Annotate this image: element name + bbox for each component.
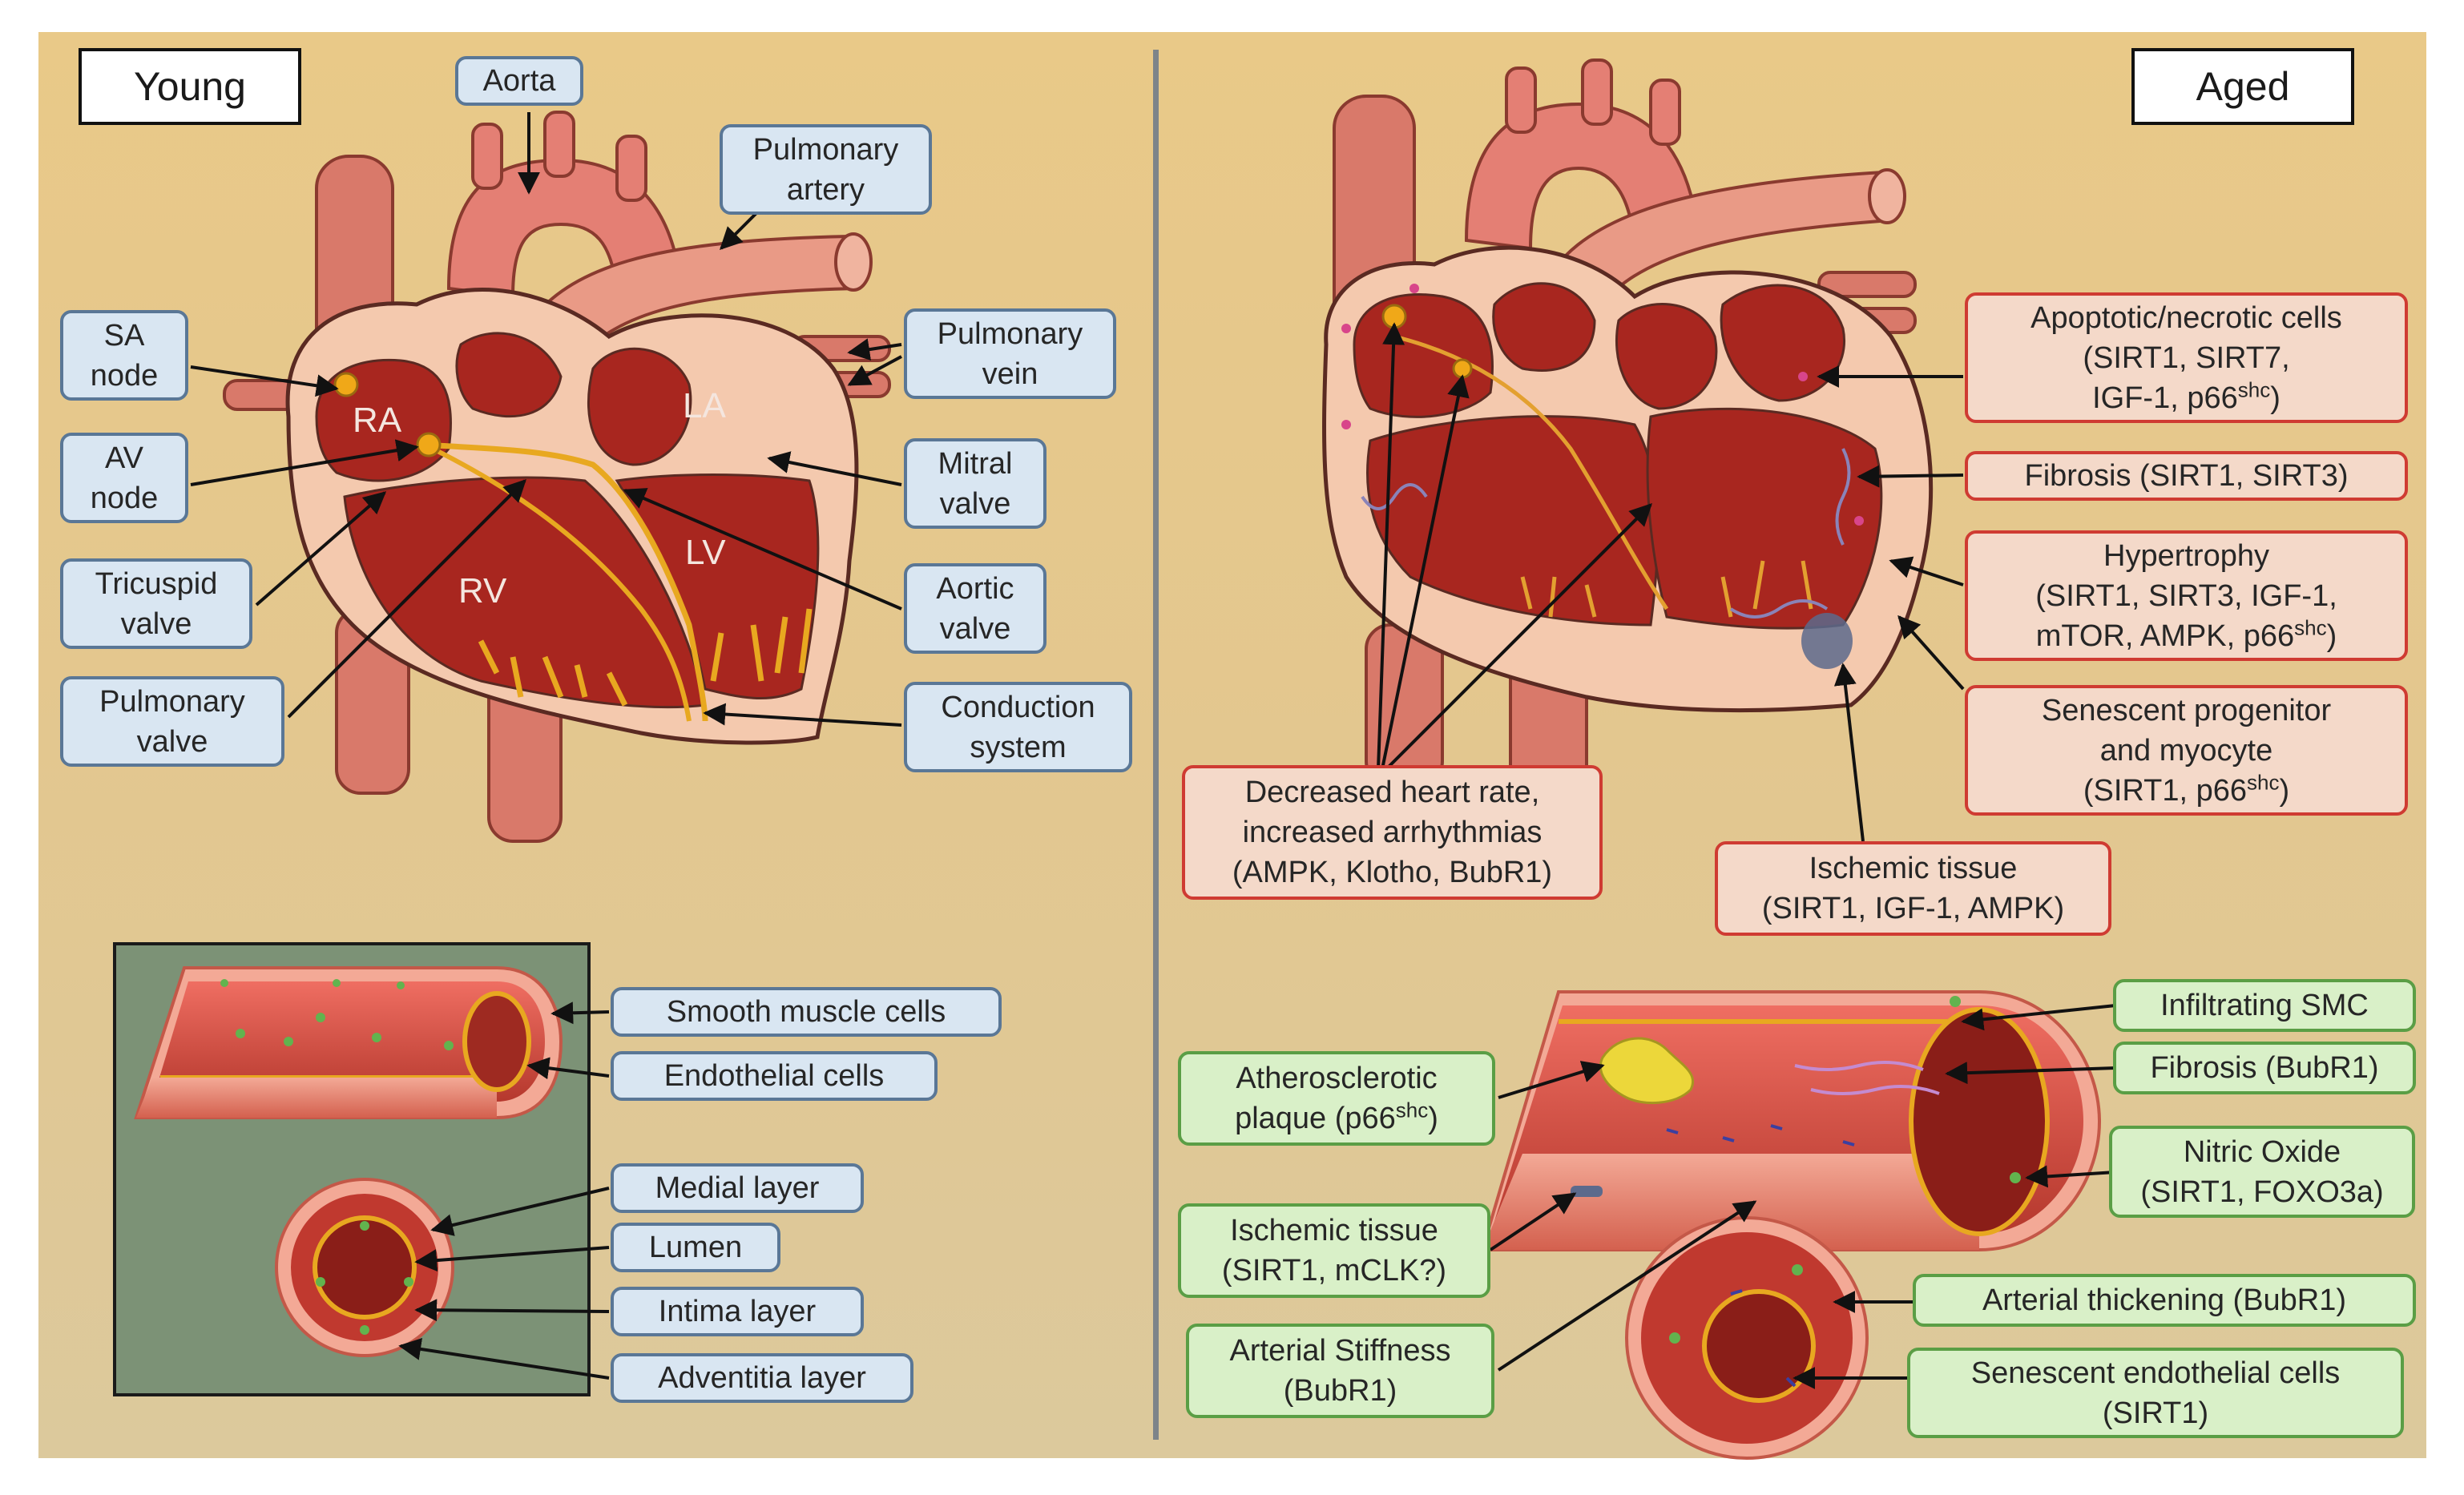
label-mitral-valve: Mitral valve [904, 438, 1046, 529]
label-medial-layer: Medial layer [611, 1163, 864, 1213]
label-pulmonary-vein: Pulmonary vein [904, 308, 1116, 399]
apoptotic-line-1: Apoptotic/necrotic cells [2030, 300, 2342, 335]
label-adventitia-layer: Adventitia layer [611, 1353, 913, 1403]
label-senescent-progenitor: Senescent progenitor and myocyte (SIRT1,… [1965, 685, 2408, 816]
label-fibrosis-heart: Fibrosis (SIRT1, SIRT3) [1965, 451, 2408, 501]
label-pulmonary-artery: Pulmonary artery [720, 124, 932, 215]
label-hypertrophy: Hypertrophy (SIRT1, SIRT3, IGF-1, mTOR, … [1965, 530, 2408, 661]
young-heart [223, 111, 891, 843]
label-fibrosis-vessel: Fibrosis (BubR1) [2113, 1042, 2416, 1094]
senescent-line-3: (SIRT1, p66shc) [2083, 769, 2290, 808]
label-ischemic-tissue-vessel: Ischemic tissue (SIRT1, mCLK?) [1178, 1203, 1490, 1298]
hypertrophy-line-1: Hypertrophy [2103, 538, 2269, 573]
label-pulmonary-valve: Pulmonary valve [60, 676, 284, 767]
young-vessel-inset [113, 942, 591, 1396]
label-aorta: Aorta [455, 56, 583, 106]
label-arterial-thickening: Arterial thickening (BubR1) [1913, 1274, 2416, 1327]
apoptotic-line-3: IGF-1, p66shc) [2092, 377, 2281, 415]
aged-heart [1322, 58, 1934, 803]
label-aortic-valve: Aortic valve [904, 563, 1046, 654]
title-aged: Aged [2131, 48, 2354, 125]
hypertrophy-line-2: (SIRT1, SIRT3, IGF-1, [2035, 578, 2337, 613]
label-intima-layer: Intima layer [611, 1287, 864, 1336]
label-senescent-endothelial-cells: Senescent endothelial cells (SIRT1) [1907, 1348, 2404, 1438]
senescent-line-1: Senescent progenitor [2041, 693, 2332, 727]
atherosclerotic-line-1: Atherosclerotic [1236, 1062, 1438, 1095]
label-tricuspid-valve: Tricuspid valve [60, 558, 252, 649]
label-arterial-stiffness: Arterial Stiffness (BubR1) [1186, 1324, 1494, 1418]
hypertrophy-line-3: mTOR, AMPK, p66shc) [2035, 615, 2337, 653]
label-apoptotic-necrotic-cells: Apoptotic/necrotic cells (SIRT1, SIRT7, … [1965, 292, 2408, 423]
title-young: Young [79, 48, 301, 125]
chamber-label-rv: RV [458, 571, 507, 610]
label-infiltrating-smc: Infiltrating SMC [2113, 979, 2416, 1032]
senescent-line-2: and myocyte [2099, 733, 2273, 768]
av-node-marker [416, 432, 442, 457]
label-decreased-heart-rate: Decreased heart rate, increased arrhythm… [1182, 765, 1603, 900]
label-endothelial-cells: Endothelial cells [611, 1051, 938, 1101]
label-conduction-system: Conduction system [904, 682, 1132, 772]
plaque-shape [1599, 1037, 1695, 1105]
label-nitric-oxide: Nitric Oxide (SIRT1, FOXO3a) [2109, 1126, 2415, 1218]
sa-node-marker [333, 372, 359, 397]
label-lumen: Lumen [611, 1223, 780, 1272]
label-sa-node: SA node [60, 310, 188, 401]
chamber-label-la: LA [683, 386, 726, 425]
leader-lines [190, 112, 2116, 1389]
label-atherosclerotic-plaque: Atherosclerotic plaque (p66shc) [1178, 1051, 1495, 1146]
chamber-label-lv: LV [685, 533, 726, 572]
chamber-label-ra: RA [353, 401, 402, 440]
label-av-node: AV node [60, 433, 188, 523]
panel-divider [1153, 50, 1159, 1440]
label-smooth-muscle-cells: Smooth muscle cells [611, 987, 1002, 1037]
label-ischemic-tissue-heart: Ischemic tissue (SIRT1, IGF-1, AMPK) [1715, 841, 2111, 936]
atherosclerotic-line-2: plaque (p66shc) [1235, 1098, 1438, 1135]
apoptotic-line-2: (SIRT1, SIRT7, [2083, 341, 2290, 375]
left-atrium [587, 347, 692, 466]
